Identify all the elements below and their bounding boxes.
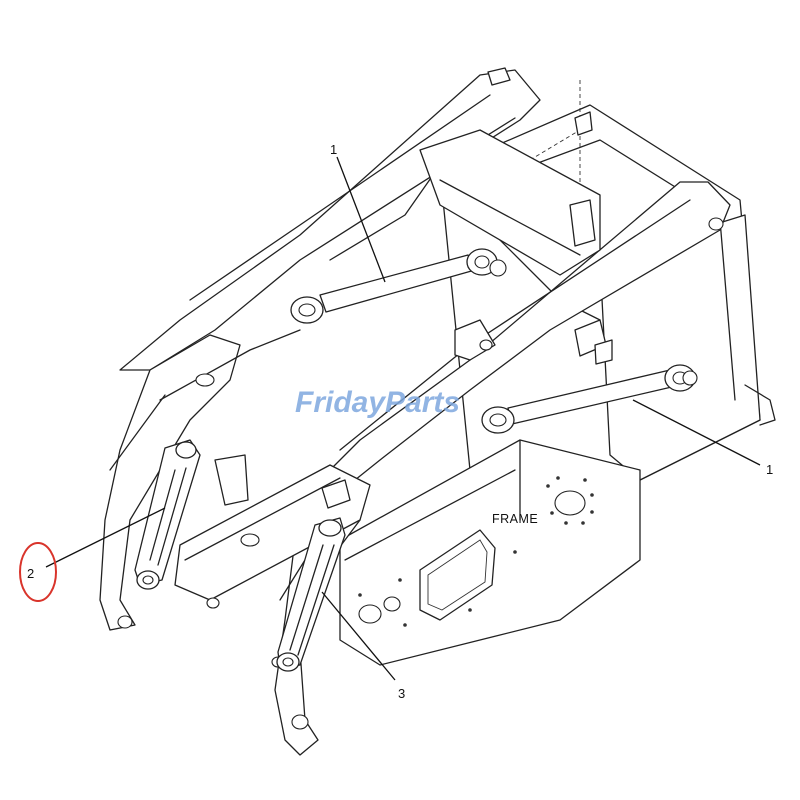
callout-1-upper: 1 <box>330 142 386 283</box>
right-lift-cylinder <box>276 479 351 672</box>
callout-2: 2 <box>19 507 166 602</box>
upper-link-rod <box>290 248 507 324</box>
callout-2-label: 2 <box>27 566 34 581</box>
callout-1-right: 1 <box>632 399 773 477</box>
cross-member <box>174 319 496 609</box>
callout-1-right-label: 1 <box>766 462 773 477</box>
watermark-text: FridayParts <box>295 386 460 419</box>
left-lift-cylinder <box>134 439 201 590</box>
callout-3-label: 3 <box>398 686 405 701</box>
watermark: FridayParts <box>295 386 460 419</box>
callout-1-upper-label: 1 <box>330 142 337 157</box>
callout-2-highlight-circle <box>19 542 57 602</box>
rear-member <box>419 111 601 276</box>
right-link-rod <box>481 364 698 434</box>
callout-3: 3 <box>321 591 405 701</box>
frame-label: FRAME <box>492 512 538 526</box>
